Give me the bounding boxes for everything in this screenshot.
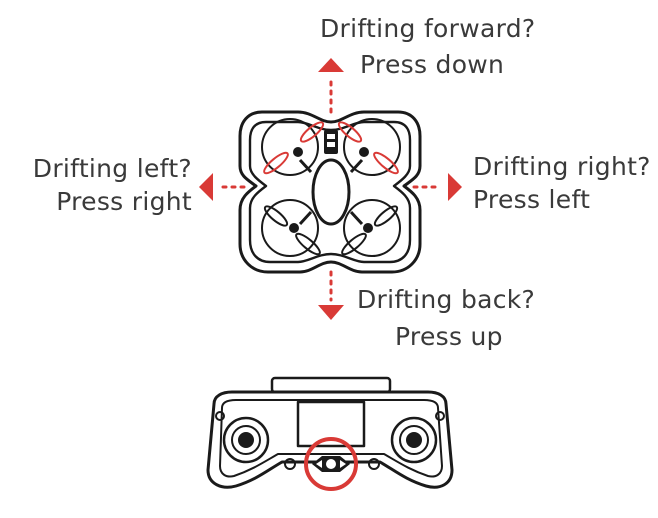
arrow-back-head (318, 305, 344, 320)
arrow-forward-head (318, 58, 344, 72)
label-left-line2: Press right (56, 187, 192, 216)
label-left-line1: Drifting left? (32, 154, 192, 183)
trim-button-highlight-circle (304, 437, 358, 491)
arrow-right (412, 173, 462, 201)
arrow-right-head (448, 173, 462, 201)
label-back-line1: Drifting back? (357, 285, 536, 314)
label-right: Drifting right? Press left (473, 150, 651, 216)
label-right-line1: Drifting right? (473, 152, 651, 181)
label-forward-line2: Press down (360, 50, 505, 79)
label-right-line2: Press left (473, 185, 591, 214)
label-left: Drifting left? Press right (0, 152, 192, 218)
arrow-forward (318, 58, 344, 117)
arrow-left (199, 173, 248, 201)
label-forward-line1: Drifting forward? (320, 14, 536, 43)
label-back-line2: Press up (395, 322, 503, 351)
remote-controller-icon (206, 376, 454, 489)
arrow-left-head (199, 173, 213, 201)
quadcopter-drone-icon (238, 110, 422, 274)
arrow-back (318, 270, 344, 320)
